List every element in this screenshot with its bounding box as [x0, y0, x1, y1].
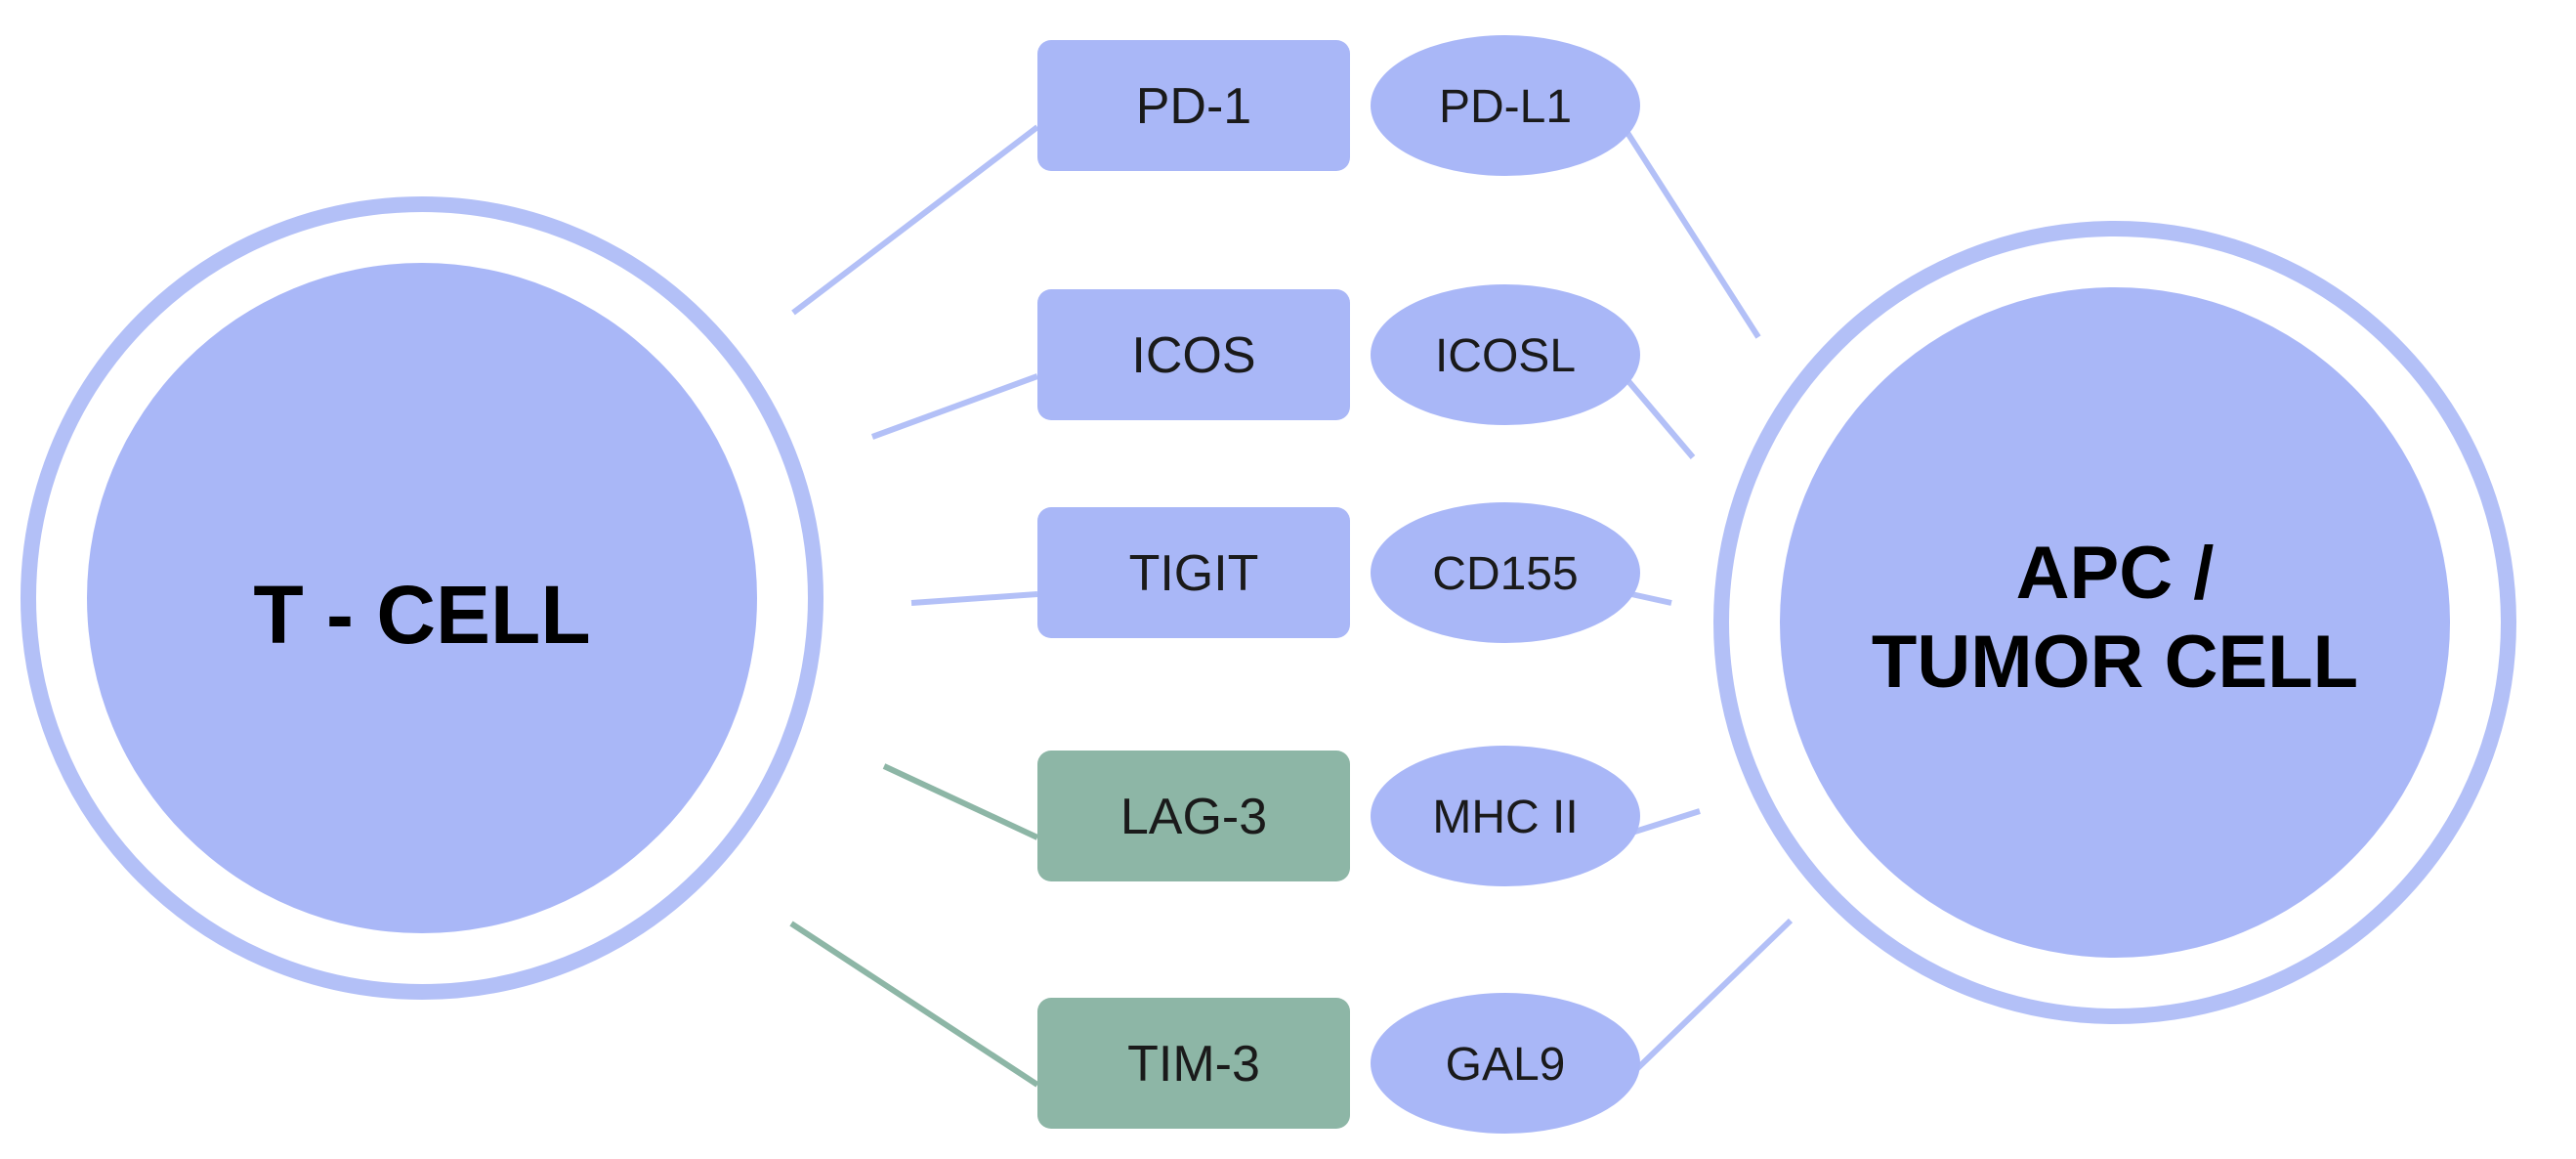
apc-body	[1780, 287, 2450, 958]
receptor-box	[1037, 751, 1350, 881]
ligand-label: CD155	[1432, 548, 1578, 600]
ligand-label: GAL9	[1446, 1039, 1566, 1091]
receptor-label: PD-1	[1136, 78, 1251, 135]
apc-tumor-cell: APC / TUMOR CELL	[1713, 221, 2516, 1024]
receptor-label: ICOS	[1131, 327, 1255, 384]
receptor-box	[1037, 40, 1350, 171]
receptor-node: TIM-3	[1037, 998, 1350, 1129]
receptor-node: TIGIT	[1037, 507, 1350, 638]
ligand-ellipse	[1371, 993, 1640, 1134]
ligand-ellipse	[1371, 35, 1640, 176]
ligand-node: ICOSL	[1371, 284, 1640, 425]
receptor-connector	[791, 124, 1039, 316]
ligand-node: PD-L1	[1371, 35, 1640, 176]
t-cell-label: T - CELL	[253, 569, 590, 661]
ligand-label: PD-L1	[1439, 81, 1572, 133]
ligand-ellipse	[1371, 746, 1640, 886]
ligand-node: CD155	[1371, 502, 1640, 643]
receptor-label: TIM-3	[1127, 1036, 1260, 1093]
receptor-box	[1037, 289, 1350, 420]
receptor-label: LAG-3	[1120, 789, 1267, 845]
t-cell-body	[87, 263, 757, 933]
receptor-node: ICOS	[1037, 289, 1350, 420]
receptor-box	[1037, 507, 1350, 638]
apc-label-line-1: APC /	[2016, 532, 2215, 615]
ligand-connector	[1620, 372, 1696, 459]
receptor-connector	[789, 921, 1039, 1088]
receptor-label: TIGIT	[1129, 545, 1259, 602]
ligand-ellipse	[1371, 284, 1640, 425]
ligand-node: GAL9	[1371, 993, 1640, 1134]
ligand-connector	[1620, 918, 1794, 1086]
receptor-connector	[882, 763, 1039, 840]
ligand-label: MHC II	[1432, 792, 1578, 843]
apc-label-line-2: TUMOR CELL	[1872, 621, 2358, 704]
receptor-connector	[870, 373, 1039, 440]
t-cell: T - CELL	[21, 196, 823, 1000]
receptor-box	[1037, 998, 1350, 1129]
receptor-node: PD-1	[1037, 40, 1350, 171]
ligand-ellipse	[1371, 502, 1640, 643]
ligand-label: ICOSL	[1435, 330, 1576, 382]
ligand-connector	[1620, 123, 1761, 339]
receptor-node: LAG-3	[1037, 751, 1350, 881]
receptor-connector	[910, 591, 1038, 606]
ligand-node: MHC II	[1371, 746, 1640, 886]
